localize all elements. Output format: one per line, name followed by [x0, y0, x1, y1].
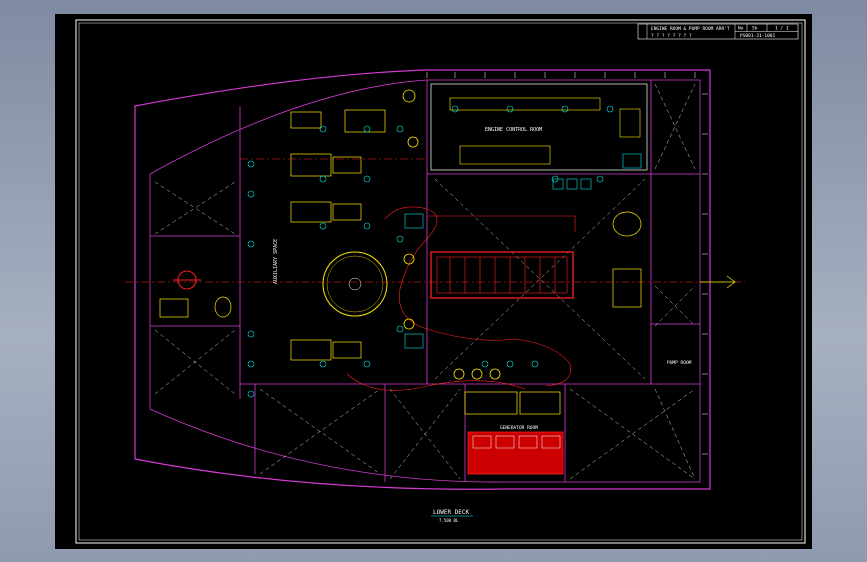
piping [346, 206, 576, 391]
hull-outline [134, 69, 711, 490]
drawing-frame-outer [75, 19, 806, 544]
generator-room: GENERATOR ROOM [464, 391, 564, 475]
cad-viewport[interactable]: ENGINE ROOM & PUMP ROOM ARR'T ? ? ? ? ? … [55, 14, 812, 549]
title-block-sheet-no: PS001-31-1001 [740, 33, 776, 39]
title-block-cell-2: Sh [752, 26, 758, 32]
drawing-frame-inner [78, 22, 803, 541]
drawing-scale: 7.500 BL [439, 518, 459, 523]
equipment-markers [247, 105, 614, 398]
generator-sets [290, 109, 386, 361]
cyan-boxes [404, 153, 642, 349]
title-block: ENGINE ROOM & PUMP ROOM ARR'T ? ? ? ? ? … [637, 23, 799, 40]
room-label-engine-control-room: ENGINE CONTROL ROOM [485, 127, 542, 133]
frame-ticks [426, 72, 708, 455]
lower-deck-arrangement-drawing: ENGINE ROOM & PUMP ROOM ARR'T ? ? ? ? ? … [75, 19, 806, 544]
thruster [173, 270, 201, 290]
drawing-title-lower-deck: LOWER DECK [433, 509, 470, 516]
title-block-subtitle: ? ? ? ? ? ? ? ? [651, 33, 692, 39]
title-block-title: ENGINE ROOM & PUMP ROOM ARR'T [651, 26, 730, 32]
tank-crosses [154, 83, 696, 480]
room-label-generator-room: GENERATOR ROOM [500, 425, 538, 431]
room-label-pump-room: PUMP ROOM [667, 360, 692, 366]
title-block-cell-1: No [738, 26, 744, 32]
pump-symbols [402, 89, 501, 380]
title-block-cell-3: 1 / 1 [775, 26, 789, 32]
round-tank [322, 251, 388, 317]
engine-control-room: ENGINE CONTROL ROOM [430, 83, 648, 171]
main-engine [430, 251, 574, 299]
stern-equipment [159, 211, 736, 318]
room-label-auxiliary-space: AUXILIARY SPACE [273, 239, 279, 284]
